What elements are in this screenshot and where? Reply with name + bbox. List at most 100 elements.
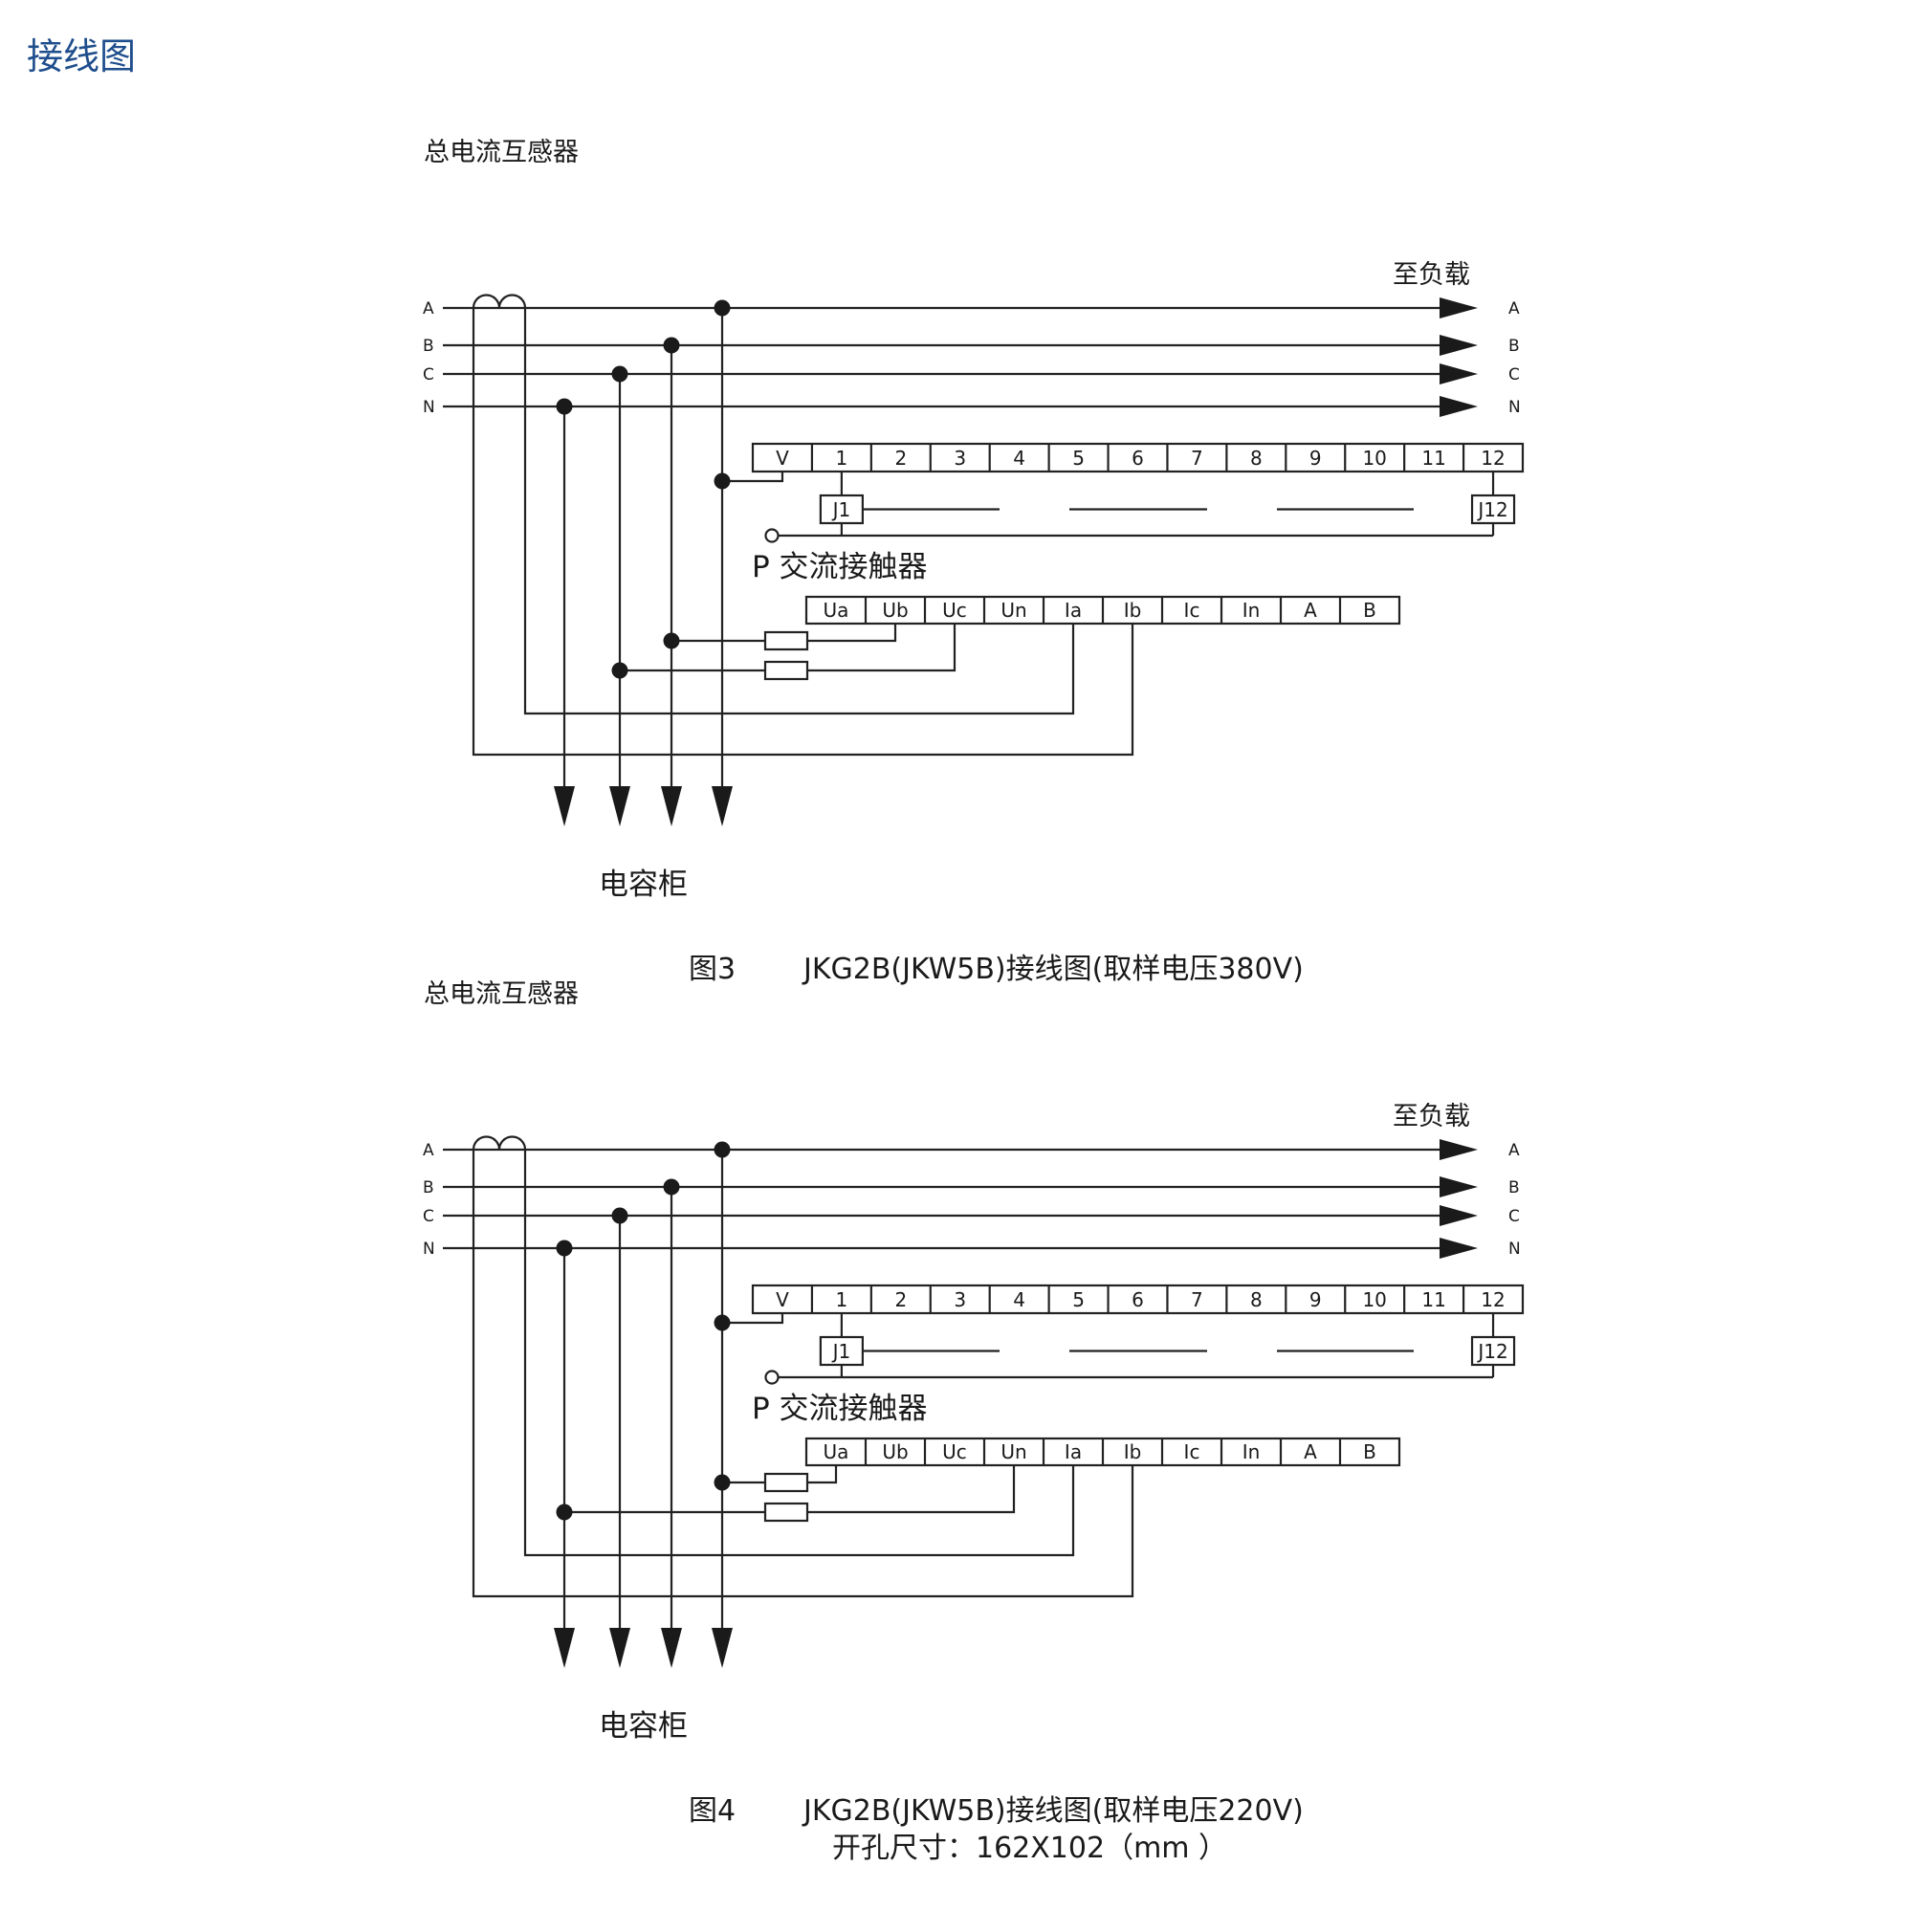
arrow-head xyxy=(1440,363,1478,384)
wire-v-supply xyxy=(722,472,784,483)
terminal-3: 3 xyxy=(954,1288,966,1311)
arrow-head xyxy=(1440,297,1478,318)
terminal-b: B xyxy=(1363,1440,1376,1463)
terminal-ua: Ua xyxy=(824,1440,849,1463)
terminal-8: 8 xyxy=(1250,447,1263,470)
ct-wire-ia xyxy=(523,1150,1075,1557)
junction-dot xyxy=(556,1504,573,1521)
terminal-10: 10 xyxy=(1362,1288,1386,1311)
arrow-head xyxy=(609,786,630,826)
arrow-head xyxy=(609,1628,630,1668)
relay-j12-label: J12 xyxy=(1476,1340,1507,1363)
voltage-sample-wire xyxy=(671,624,897,643)
ct-label: 总电流互感器 xyxy=(424,138,579,167)
terminal-ub: Ub xyxy=(882,599,908,622)
figure-caption: JKG2B(JKW5B)接线图(取样电压380V) xyxy=(802,953,1304,986)
relay-j12-label: J12 xyxy=(1476,498,1507,521)
arrow-head xyxy=(1440,1205,1478,1226)
terminal-ub: Ub xyxy=(882,1440,908,1463)
junction-dot xyxy=(663,632,680,649)
junction-dot xyxy=(714,1314,731,1331)
terminal-ic: Ic xyxy=(1184,1440,1200,1463)
arrow-head xyxy=(554,1628,575,1668)
page-title: 接线图 xyxy=(27,35,136,77)
ct-coil xyxy=(472,294,527,309)
arrow-head xyxy=(712,1628,733,1668)
terminal-strip-relay-outputs xyxy=(751,442,1525,473)
junction-dot xyxy=(714,1141,731,1158)
arrow-head xyxy=(1440,335,1478,356)
capacitor-cabinet-label: 电容柜 xyxy=(599,867,688,902)
terminal-5: 5 xyxy=(1072,1288,1085,1311)
terminal-uc: Uc xyxy=(942,599,967,622)
phase-label-right-b: B xyxy=(1508,337,1520,356)
figure-number: 图4 xyxy=(689,1794,736,1828)
terminal-v: V xyxy=(776,1288,789,1311)
phase-label-right-a: A xyxy=(1508,299,1520,318)
phase-label-right-c: C xyxy=(1508,365,1520,384)
phase-label-left-n: N xyxy=(423,1240,435,1259)
arrow-head xyxy=(712,786,733,826)
terminal-ia: Ia xyxy=(1065,1440,1082,1463)
junction-dot xyxy=(714,472,731,490)
ct-wire-ib xyxy=(472,1150,1134,1598)
ct-label: 总电流互感器 xyxy=(424,979,579,1009)
terminal-in: In xyxy=(1242,599,1261,622)
relay-j1-label: J1 xyxy=(831,498,851,521)
terminal-b: B xyxy=(1363,599,1376,622)
junction-dot xyxy=(611,365,628,383)
terminal-2: 2 xyxy=(894,447,907,470)
junction-dot xyxy=(556,398,573,415)
phase-label-left-a: A xyxy=(423,1141,434,1160)
terminal-1: 1 xyxy=(836,447,848,470)
terminal-v: V xyxy=(776,447,789,470)
terminal-4: 4 xyxy=(1013,1288,1025,1311)
terminal-3: 3 xyxy=(954,447,966,470)
terminal-2: 2 xyxy=(894,1288,907,1311)
terminal-strip-relay-outputs xyxy=(751,1284,1525,1315)
voltage-sample-wire xyxy=(620,624,956,672)
contactor-label: P 交流接触器 xyxy=(752,550,928,584)
terminal-6: 6 xyxy=(1132,1288,1144,1311)
junction-dot xyxy=(663,337,680,354)
ct-wire-ib xyxy=(472,308,1134,757)
terminal-12: 12 xyxy=(1481,447,1505,470)
terminal-1: 1 xyxy=(836,1288,848,1311)
terminal-ia: Ia xyxy=(1065,599,1082,622)
fuse xyxy=(763,1472,809,1493)
terminal-4: 4 xyxy=(1013,447,1025,470)
arrow-head xyxy=(661,1628,682,1668)
fuse xyxy=(763,660,809,681)
load-label: 至负载 xyxy=(1393,260,1470,290)
arrow-head xyxy=(661,786,682,826)
terminal-ua: Ua xyxy=(824,599,849,622)
contactor-terminal xyxy=(764,528,780,543)
terminal-12: 12 xyxy=(1481,1288,1505,1311)
contactor-label: P 交流接触器 xyxy=(752,1392,928,1426)
ct-coil xyxy=(472,1135,527,1151)
capacitor-cabinet-label: 电容柜 xyxy=(599,1709,688,1744)
terminal-ib: Ib xyxy=(1124,599,1142,622)
load-label: 至负载 xyxy=(1393,1102,1470,1131)
junction-dot xyxy=(714,1474,731,1491)
terminal-5: 5 xyxy=(1072,447,1085,470)
terminal-a: A xyxy=(1304,599,1317,622)
phase-label-right-a: A xyxy=(1508,1141,1520,1160)
relay-j1 xyxy=(819,1335,864,1367)
junction-dot xyxy=(611,662,628,679)
terminal-7: 7 xyxy=(1191,1288,1203,1311)
arrow-head xyxy=(554,786,575,826)
terminal-9: 9 xyxy=(1309,447,1322,470)
terminal-in: In xyxy=(1242,1440,1261,1463)
terminal-uc: Uc xyxy=(942,1440,967,1463)
junction-dot xyxy=(663,1178,680,1196)
terminal-7: 7 xyxy=(1191,447,1203,470)
figure-number: 图3 xyxy=(689,953,736,986)
ct-wire-ia xyxy=(523,308,1075,715)
phase-label-left-n: N xyxy=(423,398,435,417)
phase-label-left-b: B xyxy=(423,1178,434,1197)
junction-dot xyxy=(611,1207,628,1224)
